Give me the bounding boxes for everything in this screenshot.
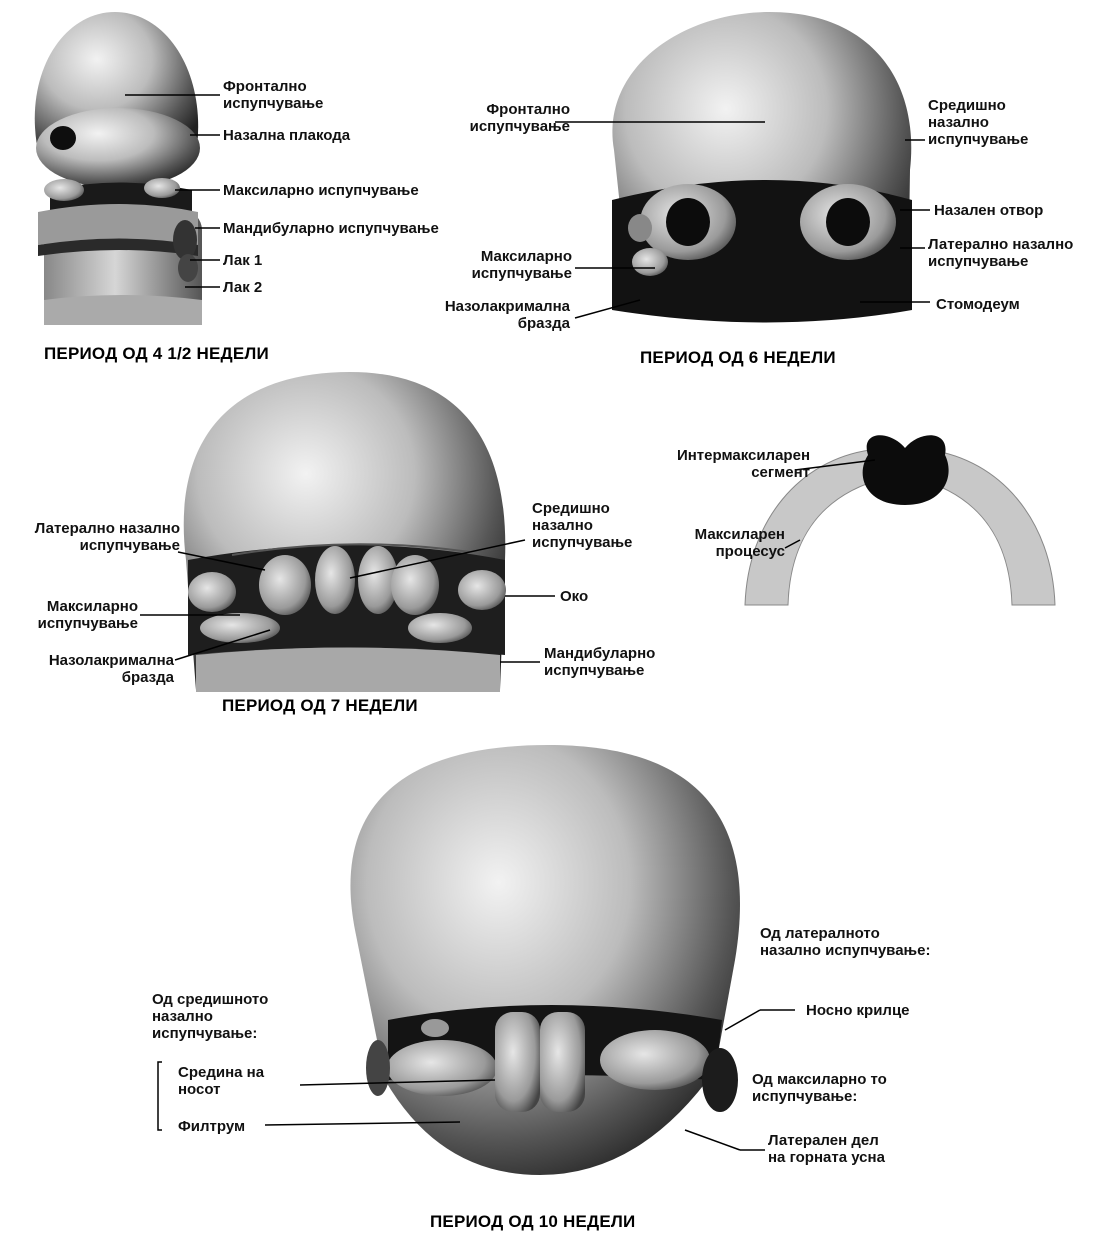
label-arch-2: Лак 2 [223, 279, 262, 296]
label-nasal-placode-4w: Назална плакода [223, 127, 350, 144]
caption-10-weeks: ПЕРИОД ОД 10 НЕДЕЛИ [430, 1212, 635, 1232]
panel-6-weeks-drawing [555, 12, 930, 323]
panel-10-weeks-drawing [158, 745, 795, 1175]
label-nasal-pit-6w: Назален отвор [934, 202, 1043, 219]
caption-7-weeks: ПЕРИОД ОД 7 НЕДЕЛИ [222, 696, 418, 716]
panel-4-5-weeks-drawing [35, 12, 220, 325]
panel-7-weeks-drawing [140, 372, 555, 692]
label-eye-7w: Око [560, 588, 588, 605]
label-arch-1: Лак 1 [223, 252, 262, 269]
label-philtrum-10w: Филтрум [178, 1118, 245, 1135]
label-maxillary-4w: Максиларно испупчување [223, 182, 419, 199]
caption-4-5-weeks: ПЕРИОД ОД 4 1/2 НЕДЕЛИ [44, 344, 269, 364]
label-stomodeum-6w: Стомодеум [936, 296, 1020, 313]
label-nasal-ala-10w: Носно крилце [806, 1002, 910, 1019]
nasal-placode-dot [50, 126, 76, 150]
label-mandibular-4w: Мандибуларно испупчување [223, 220, 439, 237]
caption-6-weeks: ПЕРИОД ОД 6 НЕДЕЛИ [640, 348, 836, 368]
